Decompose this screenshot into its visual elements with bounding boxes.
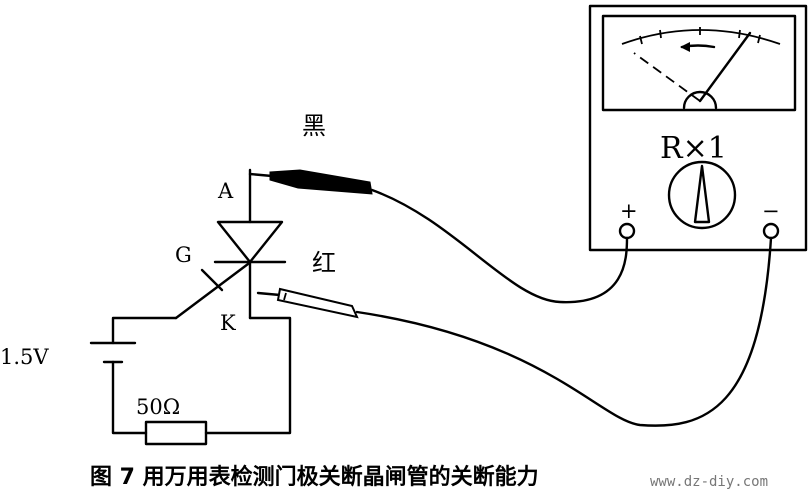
multimeter-body bbox=[588, 4, 808, 252]
gate-label: G bbox=[175, 243, 192, 267]
gate-mark bbox=[200, 268, 224, 292]
cathode-label: K bbox=[220, 311, 236, 335]
circuit-wire-bottom-right bbox=[204, 316, 292, 435]
black-probe[interactable] bbox=[248, 169, 373, 195]
watermark: www.dz-diy.com bbox=[650, 474, 768, 490]
meter-scale-ticks bbox=[639, 27, 761, 45]
black-lead-wire bbox=[370, 188, 629, 304]
circuit-wire-bottom-left bbox=[111, 360, 148, 435]
range-selector-knob[interactable] bbox=[667, 160, 737, 230]
plus-terminal[interactable] bbox=[618, 222, 636, 240]
gate-lead bbox=[174, 262, 250, 320]
meter-pivot bbox=[682, 90, 718, 110]
minus-label: − bbox=[762, 199, 780, 223]
plus-label: + bbox=[620, 199, 638, 223]
arrow-left-icon bbox=[680, 42, 716, 52]
thyristor-triangle bbox=[216, 220, 284, 264]
resistor-label: 50Ω bbox=[136, 395, 180, 419]
range-label: R×1 bbox=[660, 131, 727, 166]
meter-needle bbox=[698, 31, 752, 103]
circuit-wire-top-left bbox=[111, 316, 178, 345]
multimeter: R×1 + − bbox=[588, 4, 808, 252]
meter-display bbox=[601, 14, 797, 112]
battery-icon bbox=[89, 341, 137, 364]
red-lead-wire bbox=[355, 236, 773, 427]
meter-scale-arc bbox=[621, 29, 781, 45]
minus-terminal[interactable] bbox=[762, 222, 780, 240]
resistor-icon bbox=[144, 420, 208, 446]
meter-needle-rest bbox=[633, 52, 701, 102]
red-probe[interactable] bbox=[256, 287, 359, 319]
battery-label: 1.5V bbox=[0, 345, 49, 369]
figure-caption: 图 7 用万用表检测门极关断晶闸管的关断能力 bbox=[90, 464, 539, 490]
gto-thyristor bbox=[174, 168, 287, 320]
red-probe-label: 红 bbox=[312, 249, 336, 277]
black-probe-label: 黑 bbox=[302, 112, 326, 140]
anode-label: A bbox=[217, 179, 234, 203]
